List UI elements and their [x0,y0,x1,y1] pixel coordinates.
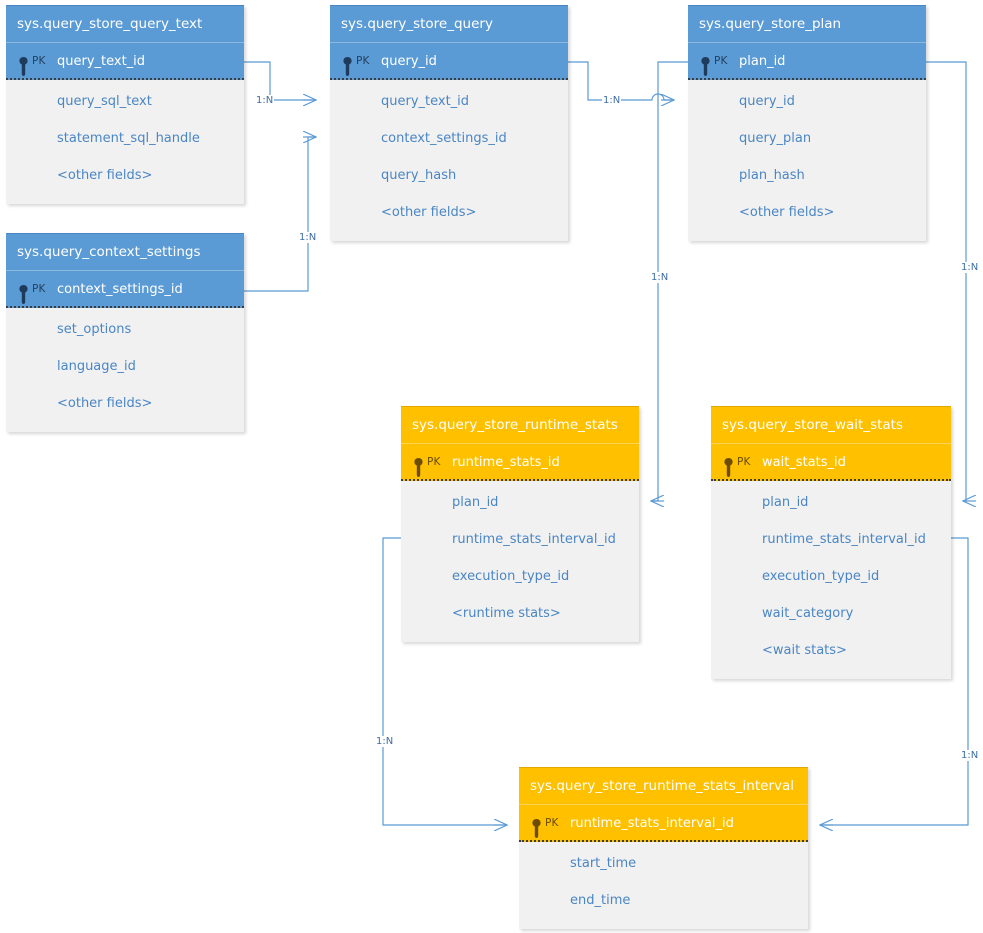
field-row[interactable]: query_sql_text [57,94,152,109]
field-list: start_time end_time [519,842,808,929]
primary-key-tag: PK [32,283,46,295]
field-row[interactable]: query_text_id [381,94,470,109]
relationship-label-r3: 1:N [602,95,622,106]
primary-key-tag: PK [427,456,441,468]
field-row[interactable]: execution_type_id [762,569,880,584]
field-row[interactable]: language_id [57,359,136,374]
primary-key-name: runtime_stats_id [452,455,560,470]
relationship-label-r7: 1:N [960,750,980,761]
field-row[interactable]: start_time [570,856,637,871]
field-row[interactable]: plan_id [452,495,499,510]
key-icon [414,453,423,477]
field-row[interactable]: wait_category [762,606,854,621]
primary-key-tag: PK [545,817,559,829]
primary-key-row[interactable]: PK runtime_stats_id [401,444,639,481]
field-row[interactable]: <other fields> [57,396,153,411]
key-icon [19,52,28,76]
primary-key-name: wait_stats_id [762,455,846,470]
key-icon [19,280,28,304]
field-row[interactable]: runtime_stats_interval_id [452,532,616,547]
field-row[interactable]: <wait stats> [762,643,847,658]
field-row[interactable]: end_time [570,893,631,908]
entity-title: sys.query_store_wait_stats [711,407,951,444]
field-row[interactable]: execution_type_id [452,569,570,584]
primary-key-row[interactable]: PK context_settings_id [6,271,244,308]
primary-key-name: query_id [381,54,437,69]
field-list: query_sql_text statement_sql_handle <other… [6,80,244,204]
field-row[interactable]: runtime_stats_interval_id [762,532,926,547]
primary-key-tag: PK [714,55,728,67]
primary-key-name: context_settings_id [57,282,183,297]
field-row[interactable]: context_settings_id [381,131,507,146]
field-list: set_options language_id <other fields> [6,308,244,432]
entity-title: sys.query_store_query [330,6,568,43]
field-row[interactable]: <other fields> [381,205,477,220]
field-row[interactable]: <other fields> [57,168,153,183]
field-row[interactable]: query_hash [381,168,457,183]
entity-title: sys.query_store_runtime_stats [401,407,639,444]
field-row[interactable]: statement_sql_handle [57,131,200,146]
key-icon [532,814,541,838]
primary-key-row[interactable]: PK wait_stats_id [711,444,951,481]
primary-key-name: query_text_id [57,54,146,69]
relationship-label-r4: 1:N [650,272,670,283]
relationship-label-r5: 1:N [960,262,980,273]
field-row[interactable]: query_plan [739,131,812,146]
primary-key-row[interactable]: PK plan_id [688,43,926,80]
field-list: query_text_id context_settings_id query_ha… [330,80,568,241]
entity-title: sys.query_store_query_text [6,6,244,43]
key-icon [701,52,710,76]
key-icon [724,453,733,477]
primary-key-tag: PK [356,55,370,67]
field-list: plan_id runtime_stats_interval_id executio… [401,481,639,642]
primary-key-name: plan_id [739,54,786,69]
field-row[interactable]: set_options [57,322,132,337]
relationship-label-r1: 1:N [255,95,275,106]
field-row[interactable]: plan_hash [739,168,805,183]
entity-title: sys.query_store_runtime_stats_interval [519,768,808,805]
connector-context-settings-to-query [244,137,316,292]
primary-key-tag: PK [32,55,46,67]
primary-key-row[interactable]: PK query_text_id [6,43,244,80]
field-list: plan_id runtime_stats_interval_id executio… [711,481,951,679]
field-row[interactable]: query_id [739,94,795,109]
primary-key-row[interactable]: PK runtime_stats_interval_id [519,805,808,842]
primary-key-row[interactable]: PK query_id [330,43,568,80]
key-icon [343,52,352,76]
primary-key-name: runtime_stats_interval_id [570,816,734,831]
entity-title: sys.query_context_settings [6,234,244,271]
field-row[interactable]: <other fields> [739,205,835,220]
relationship-label-r2: 1:N [298,232,318,243]
field-row[interactable]: <runtime stats> [452,606,561,621]
primary-key-tag: PK [737,456,751,468]
entity-title: sys.query_store_plan [688,6,926,43]
relationship-label-r6: 1:N [375,736,395,747]
field-list: query_id query_plan plan_hash <other fields… [688,80,926,241]
field-row[interactable]: plan_id [762,495,809,510]
